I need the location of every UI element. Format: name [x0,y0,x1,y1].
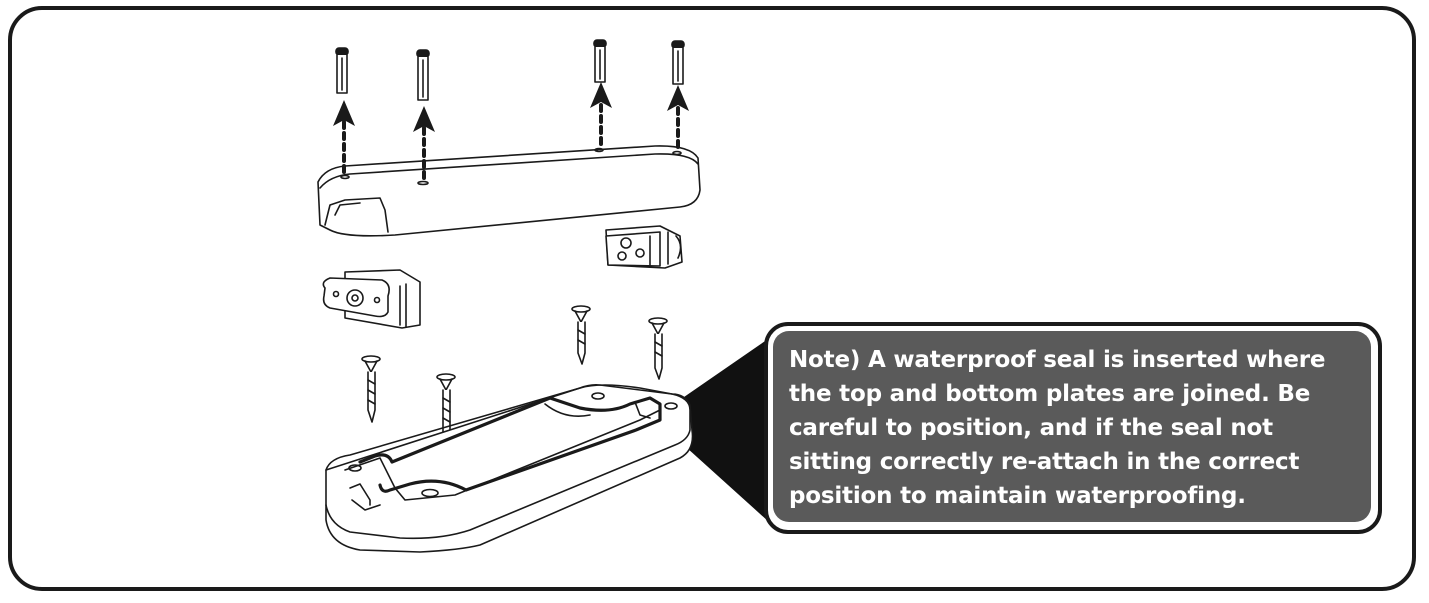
middle-screw-1 [361,355,381,423]
right-terminal-block [605,225,683,269]
note-line-5: position to maintain waterproofing. [789,483,1246,509]
waterproof-seal [358,396,662,493]
note-line-4: sitting correctly re-attach in the corre… [789,449,1300,475]
top-screw-1 [335,47,349,94]
note-line-1: Note) A waterproof seal is inserted wher… [789,347,1326,373]
bottom-base [325,384,694,553]
note-line-3: careful to position, and if the seal not [789,415,1273,441]
note-line-2: the top and bottom plates are joined. Be [789,381,1311,407]
removal-arrows [342,103,680,182]
middle-screw-3 [571,305,591,365]
left-terminal-block [322,269,421,329]
top-screw-2 [416,49,430,101]
middle-screw-4 [648,317,668,380]
top-screw-4 [671,40,685,85]
top-screw-3 [593,39,607,83]
top-cover [317,145,701,237]
note-callout: Note) A waterproof seal is inserted wher… [773,331,1371,522]
